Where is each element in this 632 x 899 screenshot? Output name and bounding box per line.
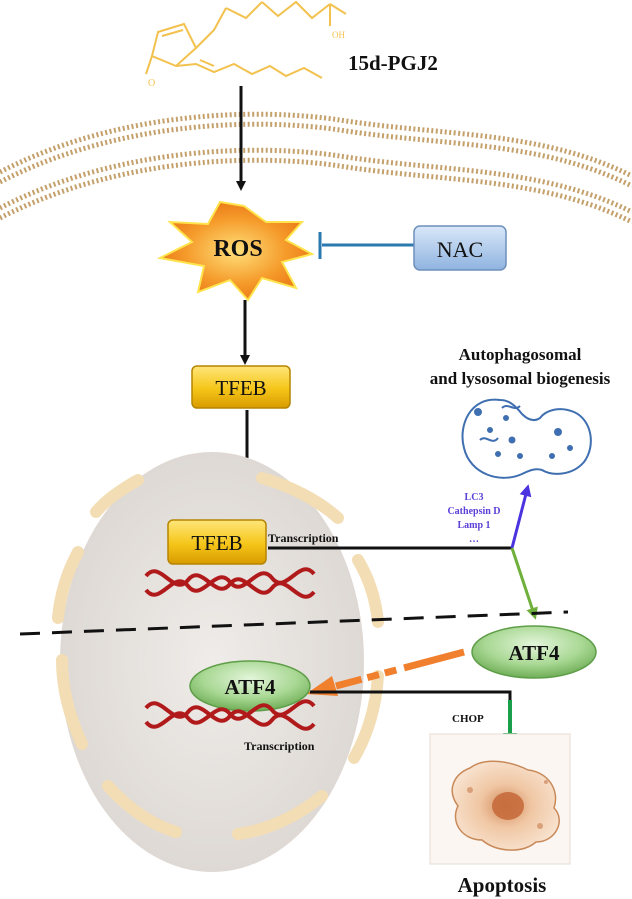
transcription-label-bottom: Transcription xyxy=(244,739,315,753)
cell-membrane xyxy=(0,111,632,225)
dna-helix-bottom xyxy=(144,699,316,731)
target-cathepsin-d: Cathepsin D xyxy=(447,506,500,517)
tfeb-nucleus-box xyxy=(167,519,267,565)
target-ellipsis: … xyxy=(469,534,479,545)
dna-helix-top xyxy=(144,567,316,599)
autophagosome-image xyxy=(461,398,592,479)
autophagy-title-line1: Autophagosomal xyxy=(459,345,582,364)
apoptotic-cell-image xyxy=(429,733,571,865)
arrow-to-autophagy xyxy=(510,484,532,549)
atf4-cytoplasm-label: ATF4 xyxy=(509,641,560,665)
transcription-label-top: Transcription xyxy=(268,531,339,545)
ros-star xyxy=(156,200,315,302)
oxygen-label: O xyxy=(148,78,155,89)
dashed-separator xyxy=(19,610,569,636)
nac-box xyxy=(413,225,507,271)
arrow-to-atf4 xyxy=(510,547,538,620)
tfeb-nucleus-label: TFEB xyxy=(191,531,242,555)
arrow-atf4-to-nucleus xyxy=(335,648,465,690)
nac-label: NAC xyxy=(437,237,483,262)
hydroxyl-label: OH xyxy=(332,30,345,40)
autophagy-title-line2: and lysosomal biogenesis xyxy=(430,369,611,388)
ros-label: ROS xyxy=(213,236,262,262)
target-lc3: LC3 xyxy=(465,492,484,503)
atf4-nucleus-label: ATF4 xyxy=(225,675,276,699)
molecule-label: 15d-PGJ2 xyxy=(348,51,438,75)
target-lamp1: Lamp 1 xyxy=(457,520,490,531)
tfeb-cytoplasm-label: TFEB xyxy=(215,376,266,400)
15d-pgj2-molecule xyxy=(145,0,347,79)
nucleus xyxy=(52,452,384,872)
atf4-cytoplasm-ellipse xyxy=(471,625,597,679)
apoptosis-label: Apoptosis xyxy=(458,873,547,897)
tfeb-cytoplasm-box xyxy=(191,365,291,409)
chop-label: CHOP xyxy=(452,713,484,725)
